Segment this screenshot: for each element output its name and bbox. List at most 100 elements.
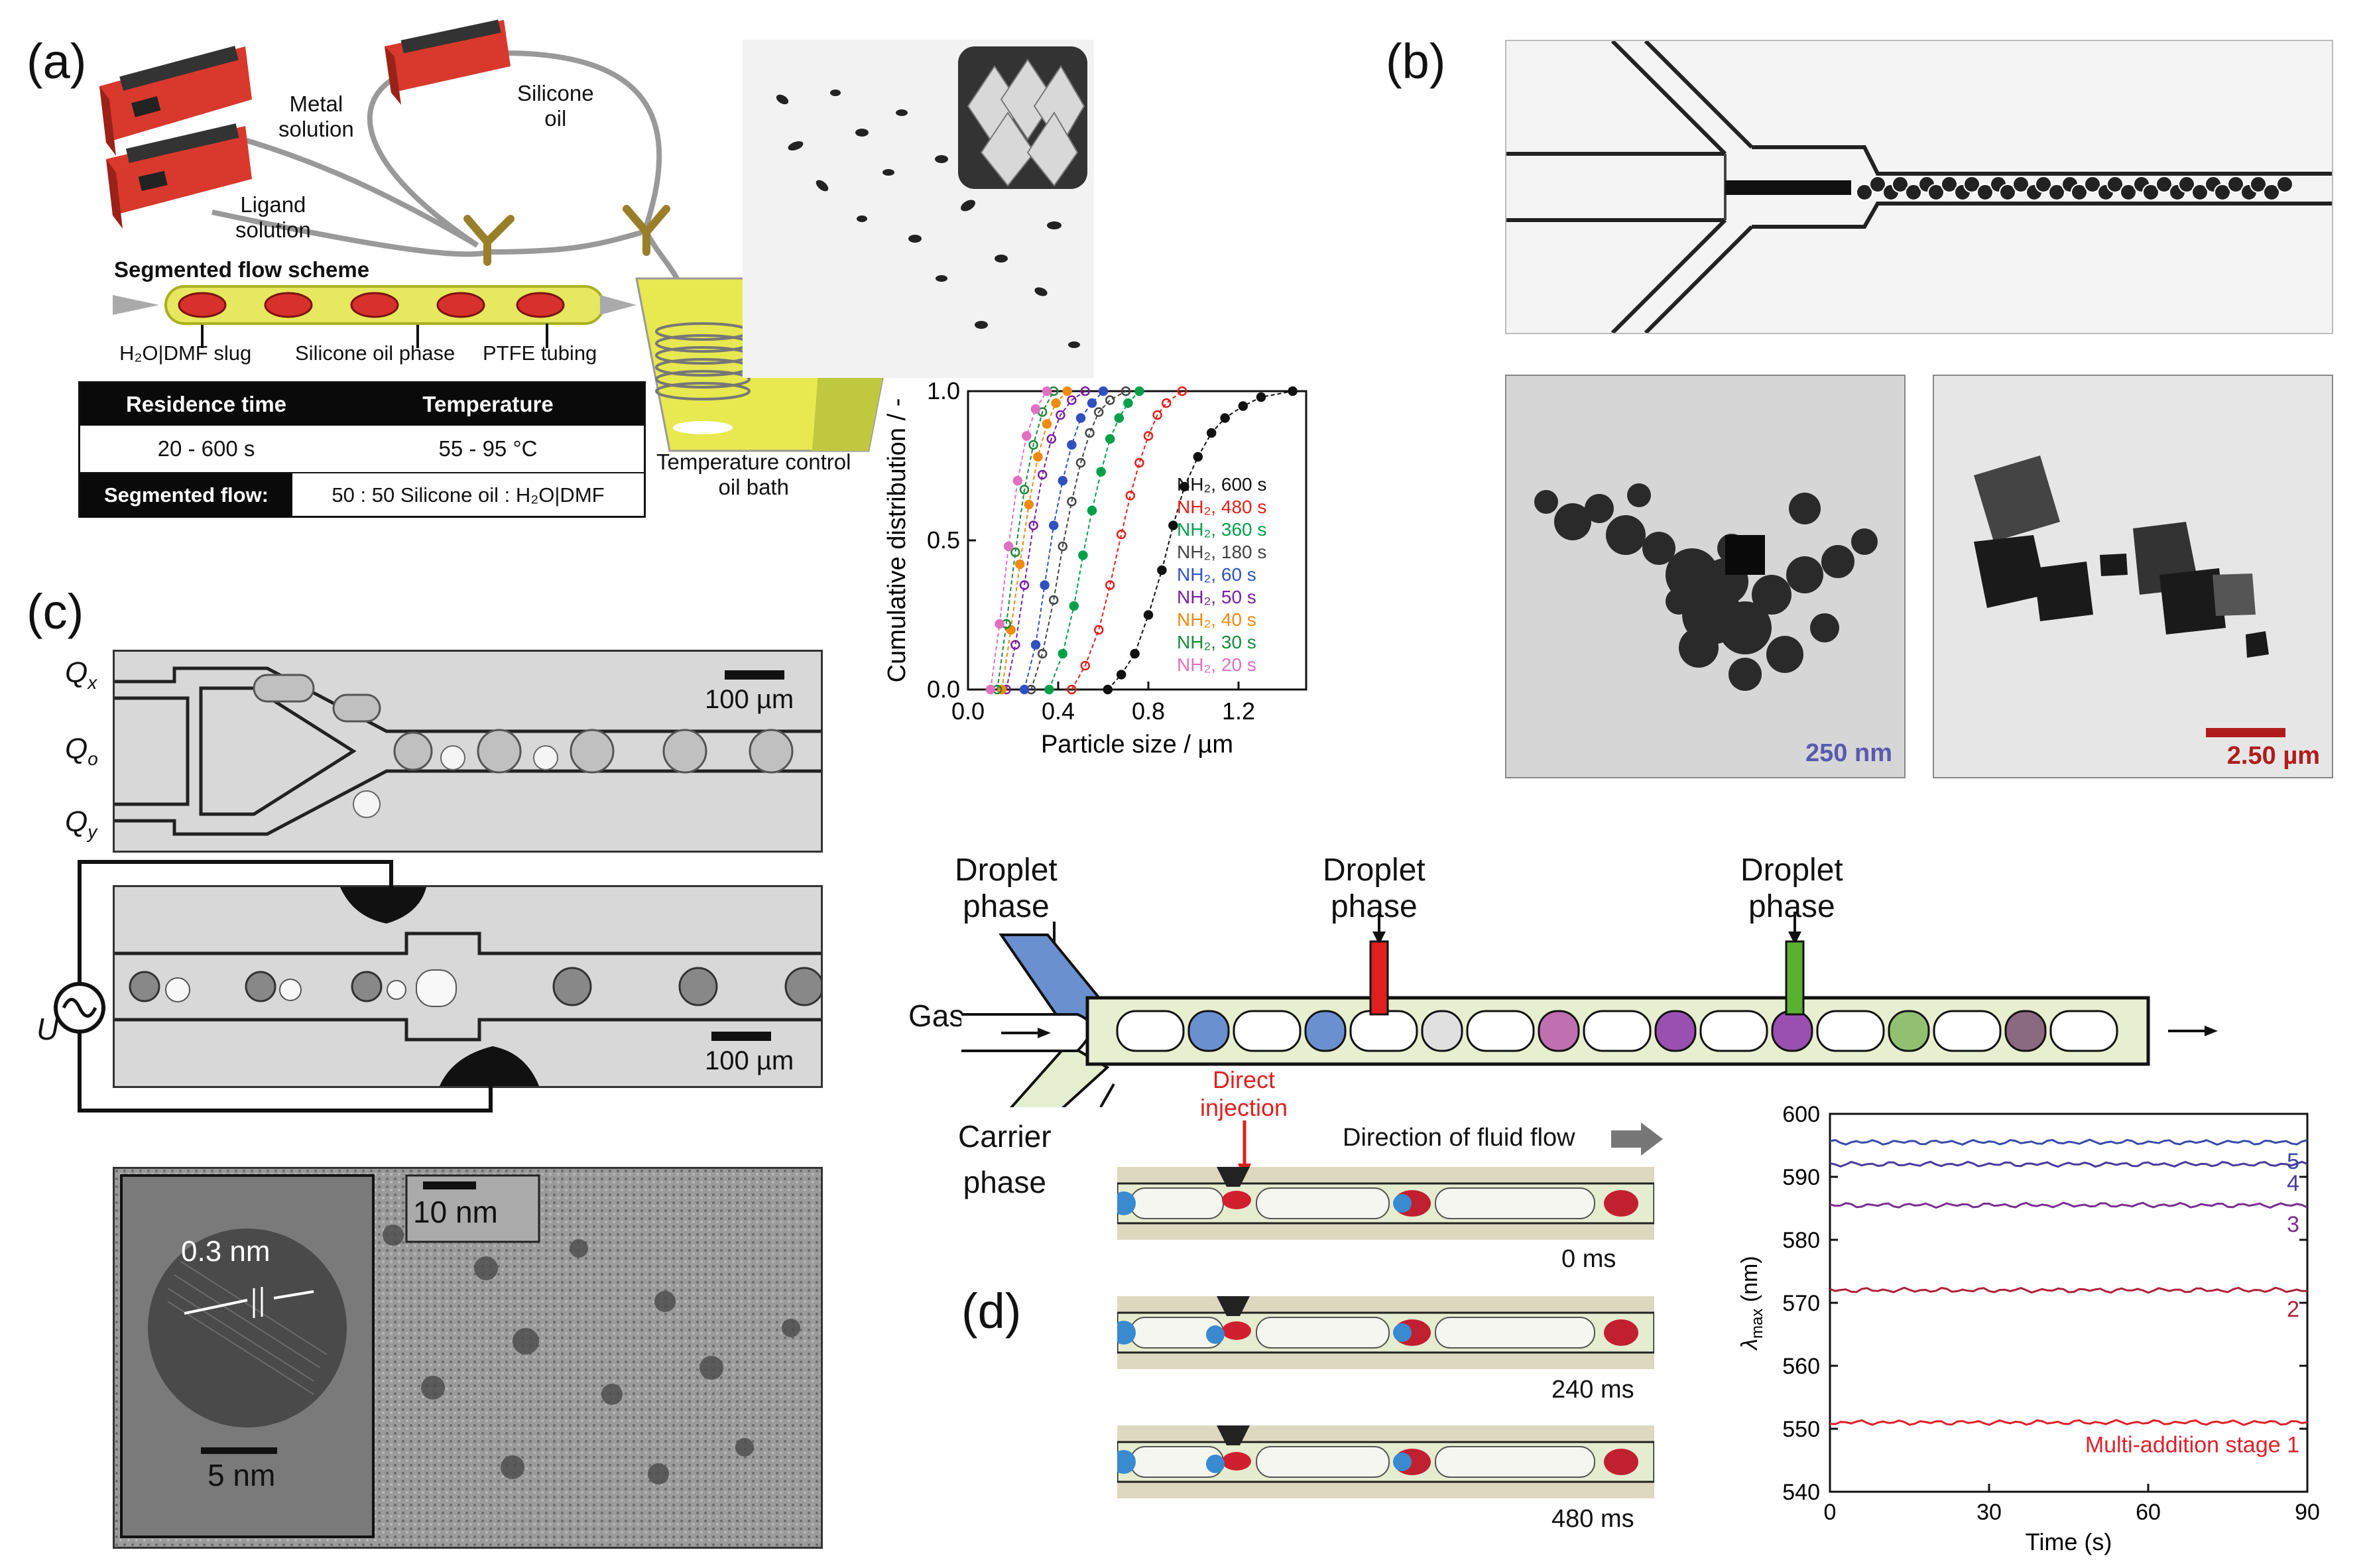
panel-b-label: (b) <box>1386 34 1446 89</box>
data-point <box>1014 559 1025 570</box>
legend-entry: NH₂, 60 s <box>1177 564 1256 585</box>
time-480ms: 480 ms <box>1551 1505 1634 1533</box>
x-axis-label: Particle size / µm <box>1041 731 1233 758</box>
gas-label: Gas <box>908 998 965 1033</box>
data-point <box>1220 413 1230 423</box>
data-point <box>1069 601 1079 611</box>
channel-slug <box>1816 1010 1885 1052</box>
legend-entry: NH₂, 480 s <box>1177 497 1266 517</box>
segmented-flow-title: Segmented flow scheme <box>114 257 370 282</box>
mixed-droplet <box>1604 1190 1638 1217</box>
x-tick-label: 0.0 <box>951 697 985 725</box>
data-point <box>1044 684 1054 695</box>
droplet-bubble <box>2250 176 2267 193</box>
data-point <box>1056 410 1065 420</box>
scale-5nm: 5 nm <box>208 1458 276 1492</box>
scale-100um-top: 100 µm <box>705 685 794 714</box>
gas-slug <box>1435 1317 1595 1349</box>
lambda-series-label: 2 <box>2287 1297 2299 1322</box>
data-point <box>1022 431 1032 441</box>
injector-tip <box>1217 1425 1250 1445</box>
table-seg-value: 50 : 50 Silicone oil : H₂O|DMF <box>332 483 605 507</box>
data-point <box>1180 481 1189 492</box>
data-point <box>1040 580 1050 590</box>
data-point <box>1193 452 1203 462</box>
lambda-series-label: 5 <box>2287 1149 2299 1174</box>
gas-slug <box>1130 1187 1224 1219</box>
channel-slug <box>1933 1010 2002 1052</box>
data-point <box>1010 547 1020 558</box>
y-tick-label: 550 <box>1782 1417 1820 1442</box>
data-point <box>1121 386 1131 396</box>
data-point <box>1157 565 1167 575</box>
table-value-residence: 20 - 600 s <box>157 436 255 461</box>
data-point <box>1058 475 1068 486</box>
data-point <box>1087 505 1097 516</box>
injection-frame <box>1117 1425 1654 1498</box>
y-tick-label: 560 <box>1782 1354 1820 1379</box>
data-point <box>1103 684 1113 695</box>
series-line <box>1048 391 1140 690</box>
injector-tip <box>1217 1167 1250 1187</box>
data-point <box>1105 434 1115 444</box>
droplet-bubble <box>2071 184 2088 201</box>
data-point <box>1062 386 1072 396</box>
series-line <box>1071 391 1183 690</box>
x-tick-label: 90 <box>2295 1500 2320 1525</box>
gas-slug <box>1256 1187 1390 1219</box>
data-point <box>1087 398 1097 408</box>
data-point <box>1152 410 1162 420</box>
droplet-bubble <box>2276 176 2293 193</box>
droplet-bubble <box>2012 176 2030 193</box>
panel-a-label: (a) <box>27 34 87 89</box>
lattice-spacing-label: 0.3 nm <box>181 1235 271 1268</box>
y-tick-label: 570 <box>1782 1291 1820 1316</box>
data-point <box>1037 648 1048 659</box>
data-point <box>1256 392 1266 402</box>
legend-entry: NH₂, 40 s <box>1177 609 1256 630</box>
data-point <box>1037 469 1048 480</box>
x-tick-label: 0.4 <box>1042 697 1075 725</box>
table-header-temperature: Temperature <box>422 392 554 416</box>
lambda-series <box>1829 1201 2308 1209</box>
tem-particles-image <box>743 40 1094 378</box>
droplet-bubble <box>2155 176 2173 193</box>
data-point <box>1116 529 1126 540</box>
voltage-circuit <box>54 860 493 1113</box>
droplet-bubble <box>2178 176 2195 193</box>
data-point <box>995 619 1004 629</box>
data-point <box>1019 684 1030 695</box>
ligand-pump <box>106 123 252 229</box>
x-tick-label: 60 <box>2136 1500 2161 1525</box>
data-point <box>1130 648 1140 659</box>
channel-slug <box>2049 1010 2118 1052</box>
droplet-bubble <box>2035 176 2052 193</box>
data-point <box>1075 413 1086 423</box>
gas-slug <box>1256 1446 1390 1478</box>
red-droplet <box>1222 1191 1251 1209</box>
legend-entry: NH₂, 50 s <box>1177 587 1256 607</box>
microchannel-svg <box>1506 39 2332 335</box>
droplet-bubble <box>2048 184 2065 201</box>
slug-label: H₂O|DMF slug <box>119 341 252 365</box>
channel-slug <box>1421 1010 1463 1052</box>
y-axis-label: λmax (nm) <box>1737 1256 1766 1351</box>
data-point <box>1048 595 1059 605</box>
blue-droplet <box>1117 1191 1136 1215</box>
data-point <box>1048 520 1059 530</box>
data-point <box>1075 457 1086 468</box>
lambda-series-label: Multi-addition stage 1 <box>2085 1433 2299 1458</box>
data-point <box>1067 440 1077 450</box>
channel-slug <box>1466 1010 1535 1052</box>
data-point <box>1116 670 1126 680</box>
scale-2-5um: 2.50 µm <box>2226 742 2320 770</box>
data-point <box>1168 520 1178 530</box>
oil-phase-label: Silicone oil phase <box>295 341 455 365</box>
data-point <box>1085 428 1095 438</box>
blue-droplet <box>1206 1325 1225 1344</box>
mixed-droplet <box>1604 1449 1638 1475</box>
